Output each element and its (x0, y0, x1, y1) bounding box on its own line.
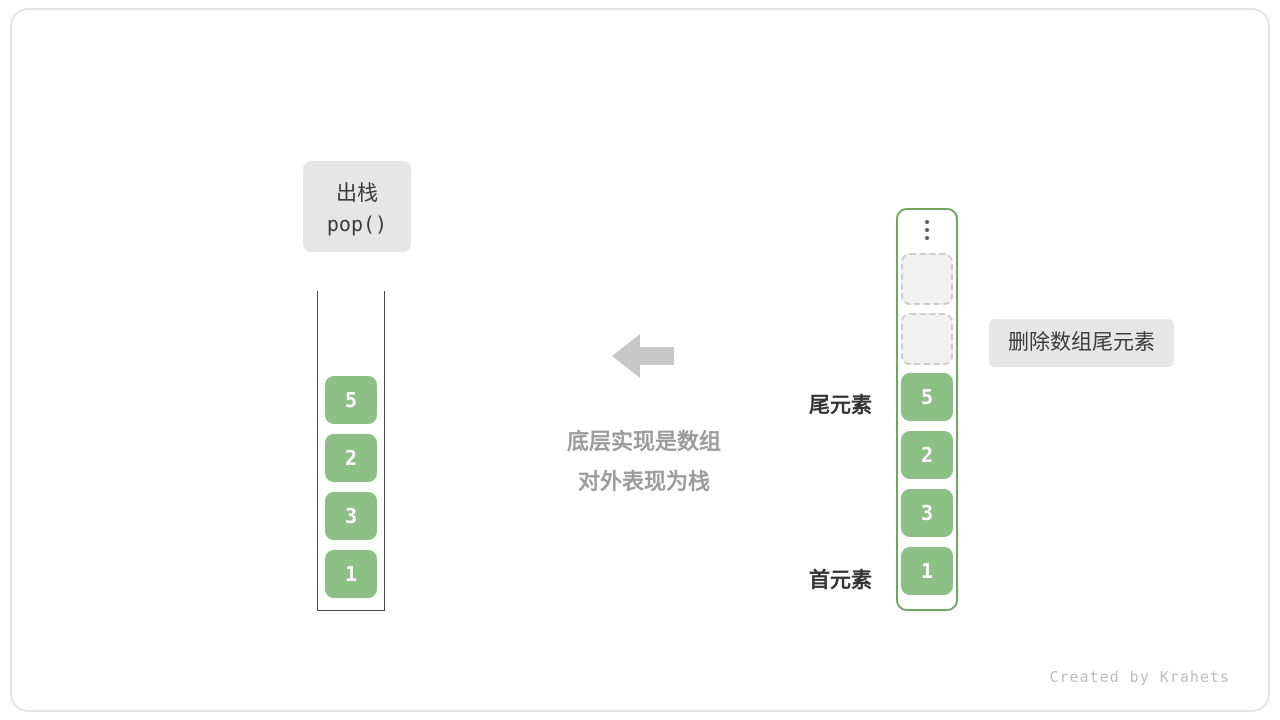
delete-tail-callout: 删除数组尾元素 (989, 319, 1174, 367)
caption-line2: 对外表现为栈 (577, 469, 710, 494)
caption-line1: 底层实现是数组 (566, 429, 721, 454)
array-cell: 1 (901, 547, 953, 595)
array-cell: 2 (901, 431, 953, 479)
pop-code: pop() (326, 212, 388, 236)
caption: 底层实现是数组 对外表现为栈 (494, 422, 794, 502)
arrow-left-icon (612, 332, 674, 380)
diagram-canvas: 出栈 pop() 5 2 3 1 底层实现是数组 对外表现为栈 5 2 3 1 … (10, 8, 1270, 712)
pop-operation-label: 出栈 pop() (303, 161, 411, 252)
stack-cell: 3 (325, 492, 377, 540)
head-element-label: 首元素 (809, 569, 872, 592)
empty-slot (901, 253, 953, 305)
array-cell: 3 (901, 489, 953, 537)
stack-container: 5 2 3 1 (317, 291, 385, 611)
ellipsis-icon (925, 220, 929, 240)
empty-slot (901, 313, 953, 365)
array-container: 5 2 3 1 (896, 208, 958, 611)
tail-element-label: 尾元素 (809, 394, 872, 417)
stack-cell: 5 (325, 376, 377, 424)
pop-title: 出栈 (336, 182, 378, 205)
stack-cell: 2 (325, 434, 377, 482)
watermark: Created by Krahets (1049, 668, 1230, 686)
stack-cell: 1 (325, 550, 377, 598)
array-cell: 5 (901, 373, 953, 421)
